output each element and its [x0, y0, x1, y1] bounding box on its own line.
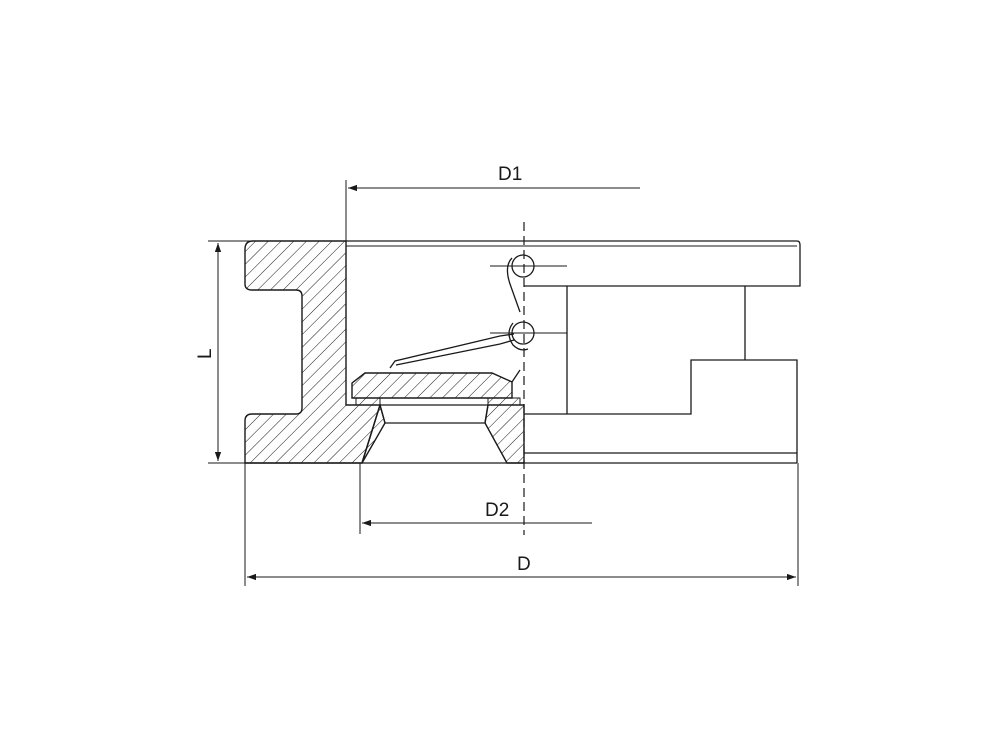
right-profile — [566, 286, 798, 463]
seal-right — [487, 397, 521, 406]
d1-label: D1 — [498, 164, 522, 185]
d-label: D — [517, 554, 531, 575]
hinge-arm — [389, 333, 521, 383]
body-hatched-section — [244, 240, 381, 464]
seal-left — [355, 397, 381, 406]
valve-disc-hatched — [351, 372, 513, 399]
l-label: L — [195, 348, 216, 359]
body-top-edge — [346, 240, 801, 287]
d2-label: D2 — [485, 500, 509, 521]
spring-upper — [506, 257, 521, 313]
bore-outline — [379, 404, 489, 424]
seat-ring-right-hatched — [484, 404, 525, 464]
bottom-edge-right — [524, 452, 797, 464]
spring-lower-coil — [508, 322, 529, 351]
